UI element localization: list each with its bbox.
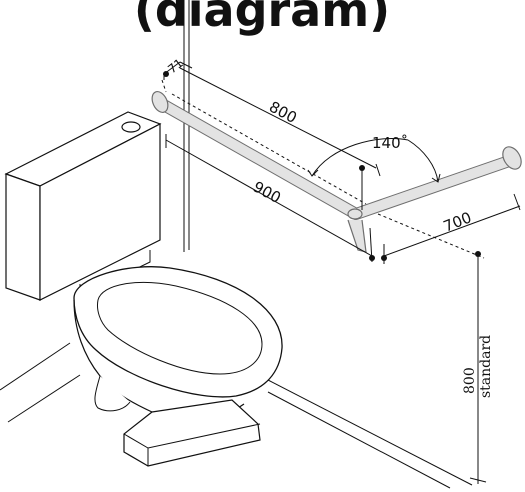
rail-tube [157,99,517,219]
dimension-dots [163,71,481,261]
angle-label: 140˚ [372,134,408,152]
toilet-pedestal-base [123,399,261,467]
height-standard-label: standard [478,335,494,398]
angle-arrow-right [431,173,441,183]
flush-button-icon [121,121,141,133]
rail-corner-bend [347,208,363,220]
dimension-lines [161,61,521,484]
dim-label-700: 700 [441,208,474,235]
rail-floor-support [347,219,367,253]
grab-rail [151,91,522,253]
angle-arrow-left [307,169,319,177]
toilet-bowl [73,266,283,467]
wall-flange-right [502,146,522,170]
dim-label-800-rail: 800 [266,98,300,127]
dim-label-900: 900 [250,178,284,207]
room-outline [0,0,473,489]
toilet-cistern [4,111,162,301]
diagram-title: (diagram) [134,0,390,37]
height-value-label: 800 [462,367,478,394]
wall-flange-left [151,91,169,113]
